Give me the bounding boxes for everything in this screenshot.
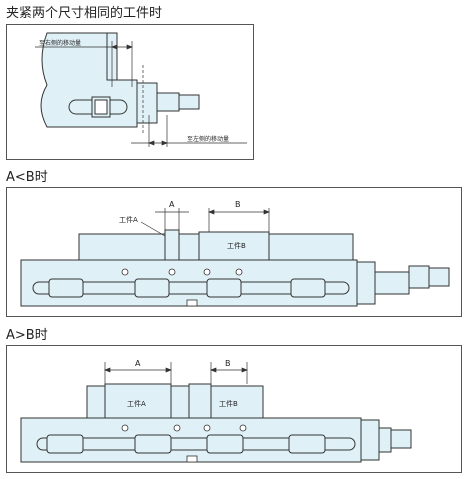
body-slot	[32, 281, 350, 295]
middle-jaw	[170, 385, 190, 419]
dim-b-label: B	[225, 359, 231, 368]
fixed-jaw	[86, 385, 106, 419]
nut-block-inner	[94, 99, 108, 115]
dim-a-label: A	[135, 359, 141, 368]
nut-3	[206, 434, 244, 454]
screw-end-cap	[374, 271, 410, 295]
hole-2	[173, 424, 181, 432]
dim-b-label: B	[235, 200, 241, 209]
screw-end-cap	[378, 427, 392, 453]
lead-screw	[156, 92, 180, 112]
nut-1	[46, 434, 84, 454]
label-lower-movement: 至左侧的移动量	[187, 135, 229, 143]
vise-diagram-a-less-than-b: A B 工件A 工件B	[20, 200, 450, 307]
nut-2	[134, 434, 172, 454]
screw-head	[428, 267, 450, 287]
hole-3	[203, 268, 211, 276]
hole-4	[235, 268, 243, 276]
middle-jaw	[178, 233, 200, 261]
workpiece-b-label: 工件B	[219, 399, 238, 408]
workpiece-b	[188, 383, 212, 419]
body-slot	[36, 437, 356, 451]
vise-diagram-same-size: 至右侧的移动量 至左侧的移动量	[35, 32, 247, 147]
movable-jaw	[268, 233, 354, 261]
screw-housing	[136, 82, 158, 124]
fixed-jaw	[78, 233, 166, 261]
nut-3	[206, 278, 242, 298]
movable-jaw	[210, 385, 264, 419]
panel-same-size-workpieces: 至右侧的移动量 至左侧的移动量	[6, 24, 254, 160]
dim-a-label: A	[169, 200, 175, 209]
panel-a-less-than-b: A B 工件A 工件B	[6, 187, 462, 317]
hole-4	[239, 424, 247, 432]
hole-1	[121, 424, 129, 432]
section-1-heading: 夹紧两个尺寸相同的工件时	[6, 6, 163, 21]
screw-housing	[356, 261, 376, 305]
panel-a-greater-than-b: A B 工件A 工件B	[6, 345, 462, 473]
workpiece-a-label: 工件A	[127, 399, 146, 408]
screw-housing	[360, 419, 380, 461]
nut-1	[48, 278, 84, 298]
hole-2	[168, 268, 176, 276]
vise-diagram-a-greater-than-b: A B 工件A 工件B	[20, 359, 412, 463]
workpiece-a	[164, 229, 180, 261]
nut-4	[290, 278, 326, 298]
nut-4	[288, 434, 326, 454]
workpiece-b-label: 工件B	[227, 241, 246, 250]
screw-head	[390, 429, 412, 449]
hole-1	[121, 268, 129, 276]
screw-head	[178, 94, 200, 110]
hole-3	[203, 424, 211, 432]
section-2-heading: A<B时	[6, 170, 48, 185]
nut-2	[134, 278, 170, 298]
label-upper-movement: 至右侧的移动量	[39, 39, 81, 47]
section-3-heading: A>B时	[6, 328, 48, 343]
workpiece-a-label: 工件A	[119, 215, 138, 224]
screw-shaft	[408, 265, 430, 289]
